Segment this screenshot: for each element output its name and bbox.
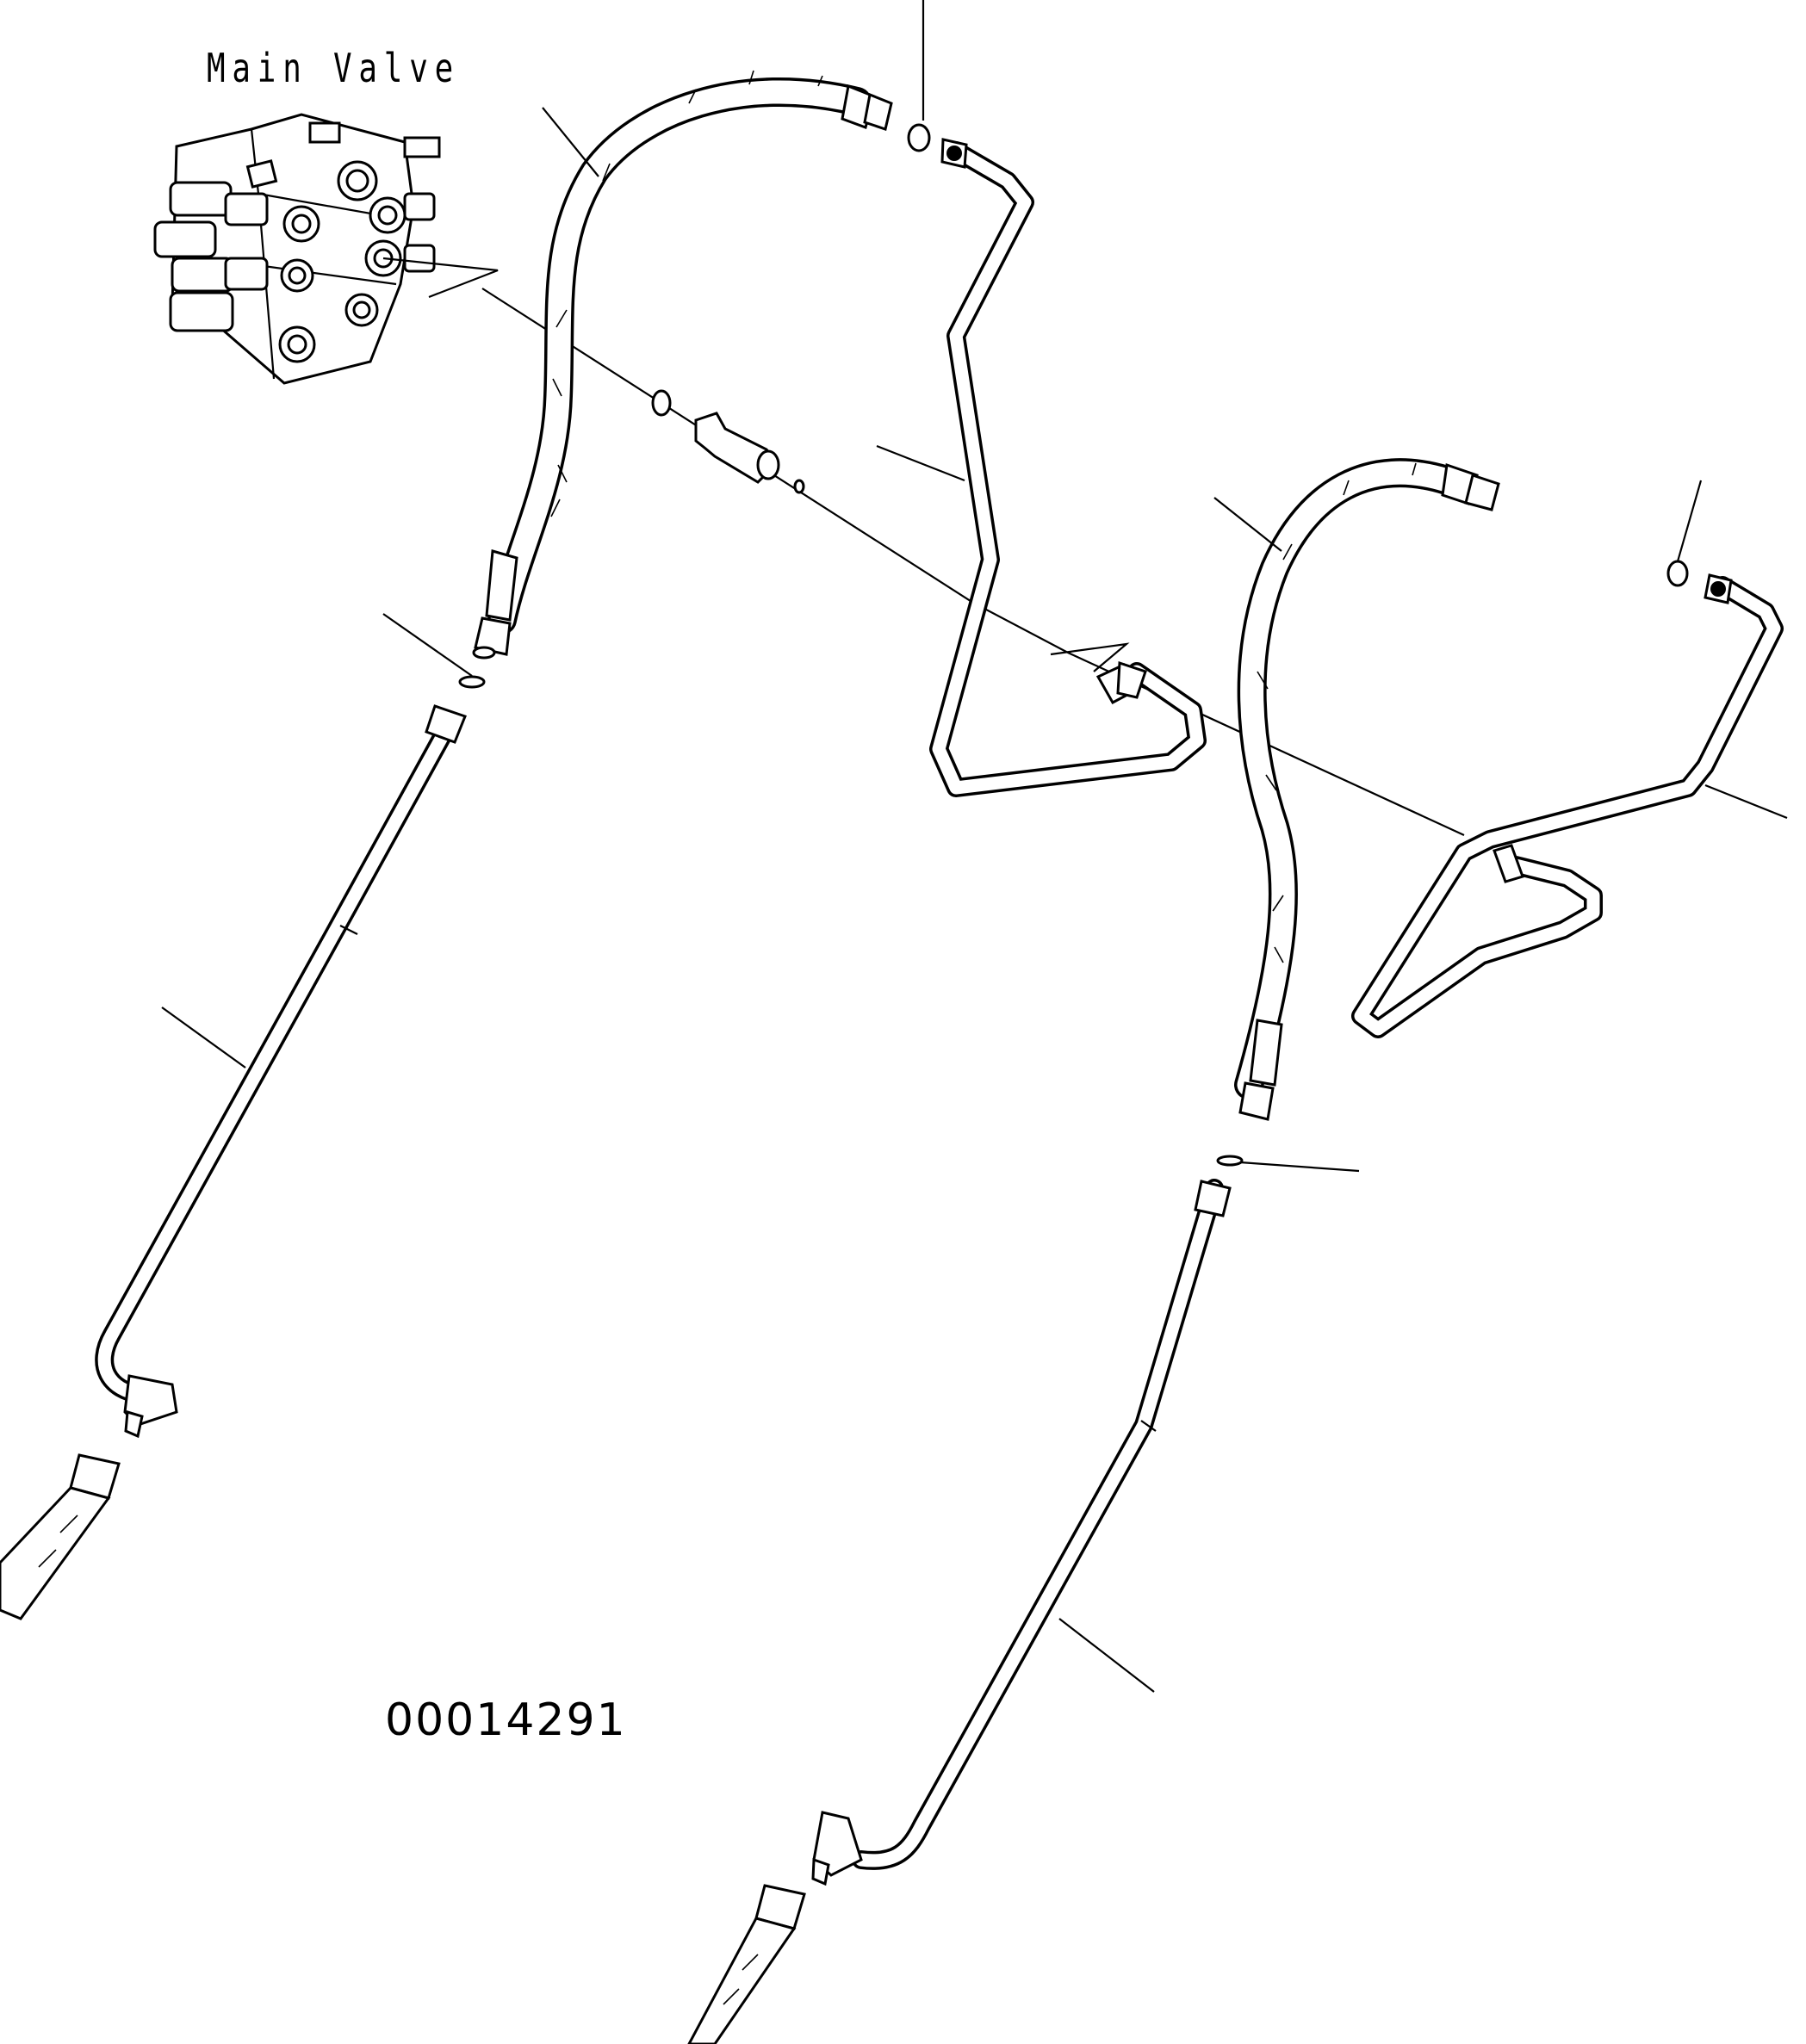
tube-lower-right xyxy=(811,1179,1232,1886)
union-fitting xyxy=(694,412,780,484)
o-ring xyxy=(651,389,672,417)
hose-end-left xyxy=(0,1453,121,1620)
o-ring xyxy=(1666,560,1689,587)
figure-number: 00014291 xyxy=(385,1694,627,1746)
o-ring-small xyxy=(793,479,805,494)
tube-right-loop xyxy=(1351,573,1784,1038)
main-valve xyxy=(153,113,441,385)
hose-right xyxy=(1234,458,1500,1121)
hose-end-right xyxy=(687,1884,806,2044)
tube-lower-left xyxy=(95,704,467,1439)
main-valve-label: Main Valve xyxy=(207,45,461,91)
o-ring xyxy=(907,123,931,152)
hose-upper-left xyxy=(472,70,893,660)
leader-lines xyxy=(161,0,1788,1693)
assembly-centerline xyxy=(481,288,1465,836)
tube-upper-right xyxy=(929,138,1207,797)
o-ring xyxy=(1216,1155,1244,1167)
o-ring xyxy=(458,675,486,689)
